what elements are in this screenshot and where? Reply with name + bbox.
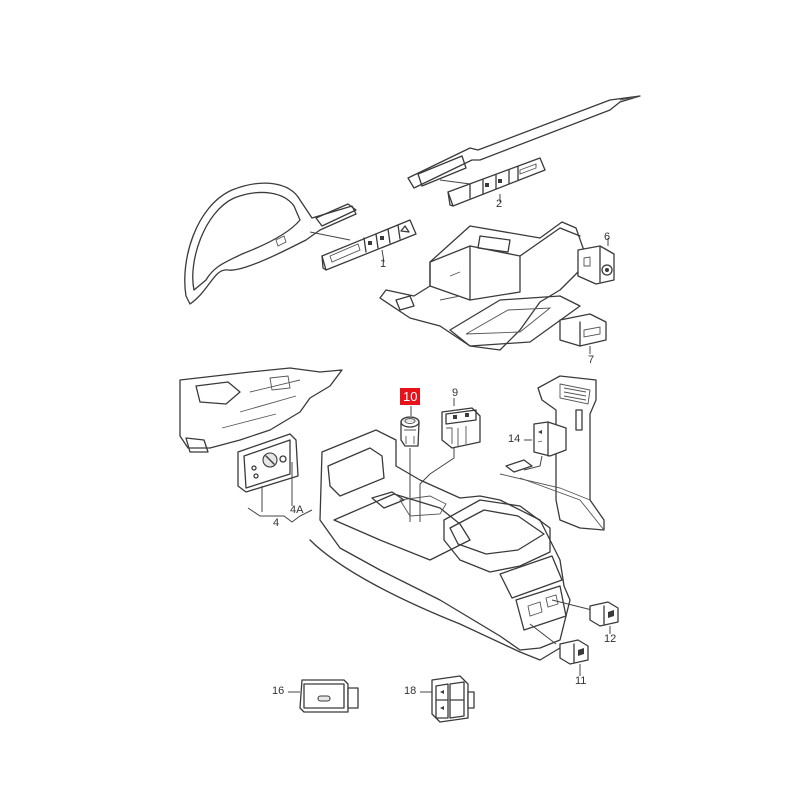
callout-4a: 4A <box>290 504 304 516</box>
switch-part-10 <box>400 406 420 522</box>
callout-6: 6 <box>604 231 611 243</box>
switch-part-7 <box>559 313 607 354</box>
switch-part-18 <box>420 675 475 723</box>
callout-7: 7 <box>588 354 595 366</box>
switch-strip-1 <box>309 219 417 271</box>
callout-4: 4 <box>273 517 280 529</box>
center-console <box>309 429 593 661</box>
dash-left-carrier <box>179 367 343 453</box>
switch-part-6 <box>577 238 615 285</box>
switch-part-12 <box>589 601 619 634</box>
callout-14: 14 <box>508 433 521 445</box>
callout-18: 18 <box>404 685 417 697</box>
switch-block-part-9 <box>419 398 481 522</box>
switch-strip-2 <box>439 157 546 207</box>
switch-part-16 <box>288 679 359 713</box>
callout-2: 2 <box>496 198 503 210</box>
headlight-switch <box>237 433 313 523</box>
switch-part-14 <box>523 421 567 471</box>
dash-trim-strip <box>407 95 641 189</box>
glove-box-assembly <box>379 221 589 351</box>
instrument-cluster-trim <box>184 182 357 305</box>
callout-9: 9 <box>452 387 459 399</box>
callout-10-highlighted: 10 <box>400 388 421 405</box>
callout-11: 11 <box>575 675 587 687</box>
switch-part-11 <box>559 639 589 676</box>
callout-16: 16 <box>272 685 285 697</box>
callout-1: 1 <box>380 258 387 270</box>
callout-12: 12 <box>604 633 617 645</box>
